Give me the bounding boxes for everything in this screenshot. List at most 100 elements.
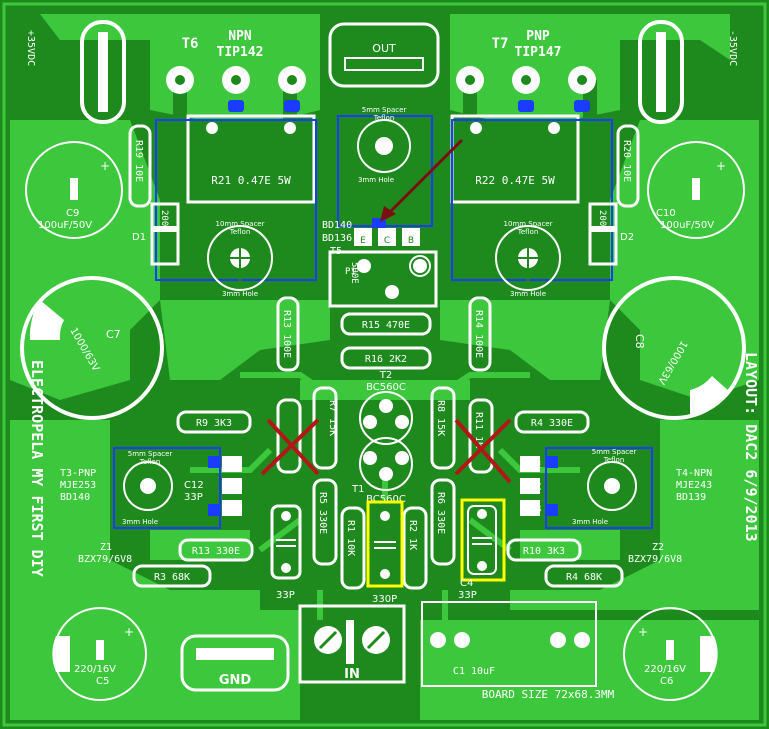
c8-label: C8	[633, 334, 646, 349]
t7-hole-label: 3mm Hole	[510, 290, 546, 298]
t4-alt: BD139	[676, 492, 706, 503]
t2-transistor	[359, 391, 413, 445]
t6-mount-hole: 10mm Spacer Teflon 3mm Hole	[207, 220, 273, 298]
z1-label: Z1	[100, 542, 112, 553]
t4-pin-b: B	[535, 504, 542, 515]
c4-value: 33P	[458, 590, 477, 601]
r16-label: R16 2K2	[365, 354, 407, 365]
r5-resistor: R5 330E	[312, 478, 338, 566]
bc560c-t1-label: BC560C	[366, 494, 406, 505]
t5-spacer-label: 5mm Spacer	[362, 106, 407, 114]
t7-label: T7	[492, 36, 509, 52]
r4-label: R4 330E	[531, 418, 573, 429]
r7-label: R7 15K	[327, 400, 338, 436]
p1-label: P1	[345, 267, 356, 277]
c200p-left: 200P	[159, 210, 169, 232]
p1-trimmer: P1 500E	[328, 250, 438, 308]
c4-label: C4	[460, 578, 473, 589]
t6-spacer-label: 10mm Spacer	[216, 220, 265, 228]
c5-value: 220/16V	[74, 664, 116, 675]
r20-resistor: R20 10E	[616, 124, 640, 208]
r4b-resistor: R4 68K	[544, 564, 624, 588]
r20-label: R20 10E	[621, 140, 632, 182]
r7-resistor: R7 15K	[312, 386, 338, 470]
t7-part: TIP147	[515, 45, 562, 60]
d1-label: D1	[132, 232, 146, 243]
bd136-label: BD136	[322, 233, 352, 244]
copper-pours	[10, 14, 759, 720]
cross-marks	[260, 418, 512, 484]
d2-diode: D2 200P	[588, 202, 634, 266]
c9-value: 100uF/50V	[38, 220, 92, 231]
c3-value: 33P	[276, 590, 295, 601]
c9-capacitor: C9 100uF/50V +	[25, 141, 123, 239]
c6-plus: +	[638, 625, 648, 639]
credit-text: ELECTROPELA MY FIRST DIY	[28, 360, 46, 577]
r16-resistor: R16 2K2	[340, 346, 432, 370]
r10-resistor: R10 3K3	[506, 538, 582, 562]
in-label: IN	[344, 667, 360, 682]
c5-label: C5	[96, 676, 109, 687]
r2-resistor: R2 1K	[402, 506, 428, 590]
out-connector: OUT	[328, 22, 440, 88]
r4-resistor: R4 330E	[514, 410, 590, 434]
t4-mount: 5mm Spacer Teflon 3mm Hole E C B T4-NPN …	[520, 447, 712, 529]
c4-capacitor: C4 33P	[458, 498, 506, 601]
t4-pin-c: C	[535, 482, 542, 493]
t3-hole-label: 3mm Hole	[122, 518, 158, 526]
t5-pin-c: C	[384, 236, 390, 246]
t6-pads	[166, 66, 306, 112]
t1-transistor	[359, 437, 413, 491]
t3-part: MJE253	[60, 480, 96, 491]
d2-label: D2	[620, 232, 634, 243]
r10-label: R10 3K3	[523, 546, 565, 557]
gnd-label: GND	[219, 673, 252, 688]
heatsink-slot-right	[638, 20, 684, 124]
z2-label: Z2	[652, 542, 664, 553]
r13b-label: R13 330E	[192, 546, 240, 557]
r13a-label: R13 100E	[281, 310, 292, 358]
r9-resistor: R9 3K3	[176, 410, 252, 434]
bc560c-label: BC560C	[366, 382, 406, 393]
t7-pads	[456, 66, 596, 112]
t4-hole-label: 3mm Hole	[572, 518, 608, 526]
t3-teflon-label: Teflon	[139, 458, 161, 466]
c7-label: C7	[106, 328, 121, 341]
c1-capacitor: C1 10uF	[421, 601, 597, 687]
t6-hole-label: 3mm Hole	[222, 290, 258, 298]
r22-label: R22 0.47E 5W	[475, 174, 555, 187]
heatsink-slot-left	[80, 20, 126, 124]
t2-label: T2	[379, 370, 392, 381]
in-connector: IN	[298, 604, 406, 684]
t5-pin-b: B	[408, 236, 414, 246]
t7-mount-hole: 10mm Spacer Teflon 3mm Hole	[495, 220, 561, 298]
r15-label: R15 470E	[362, 320, 410, 331]
gnd-connector: GND	[180, 634, 290, 692]
t6-mount-outline	[155, 119, 317, 281]
r8-label: R8 15K	[435, 400, 446, 436]
r14-resistor: R14 100E	[468, 296, 492, 372]
r6-resistor: R6 330E	[430, 478, 456, 566]
r19-resistor: R19 10E	[128, 124, 152, 208]
r3-resistor: R3 68K	[132, 564, 212, 588]
c10-label: C10	[656, 208, 676, 219]
c9-plus: +	[100, 159, 110, 173]
vminus-label: -35VDC	[727, 30, 738, 66]
t6-type: NPN	[228, 29, 252, 44]
t5-hole-label: 3mm Hole	[358, 176, 394, 184]
r1-label: R1 10K	[345, 520, 356, 556]
c5-capacitor: 220/16V C5 +	[52, 607, 147, 701]
t4-part: MJE243	[676, 480, 712, 491]
r19-label: R19 10E	[133, 140, 144, 182]
layout-text: LAYOUT: DAC2 6/9/2013	[742, 352, 760, 542]
c3-capacitor: 33P	[270, 504, 302, 601]
c9-label: C9	[66, 208, 79, 219]
r2-label: R2 1K	[407, 520, 418, 550]
t5-teflon-label: Teflon	[373, 114, 395, 122]
r9-label: R9 3K3	[196, 418, 232, 429]
t6-teflon-label: Teflon	[229, 228, 251, 236]
c10-plus: +	[716, 159, 726, 173]
out-label: OUT	[372, 42, 396, 55]
